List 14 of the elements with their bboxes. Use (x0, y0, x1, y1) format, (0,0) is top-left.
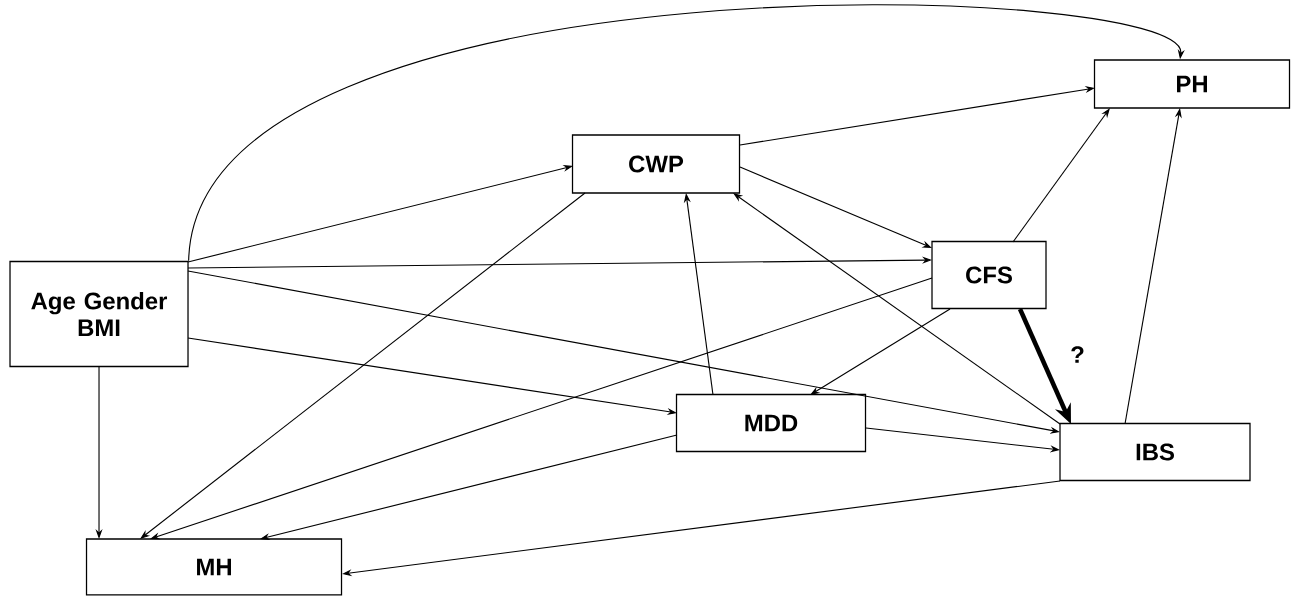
arrow (739, 166, 932, 248)
arrow (140, 192, 586, 539)
box: CWP (571, 134, 741, 194)
edge-label: ? (1068, 344, 1087, 365)
arrow (810, 308, 951, 395)
box: IBS (1059, 422, 1251, 482)
box: MH (85, 538, 343, 596)
box: Age Gender BMI (9, 260, 189, 368)
arrow (733, 193, 1061, 425)
curved-arrow (188, 4, 1185, 262)
box: CFS (931, 240, 1047, 310)
box: PH (1093, 59, 1291, 109)
arrow (1012, 108, 1110, 243)
box: MDD (675, 393, 867, 453)
